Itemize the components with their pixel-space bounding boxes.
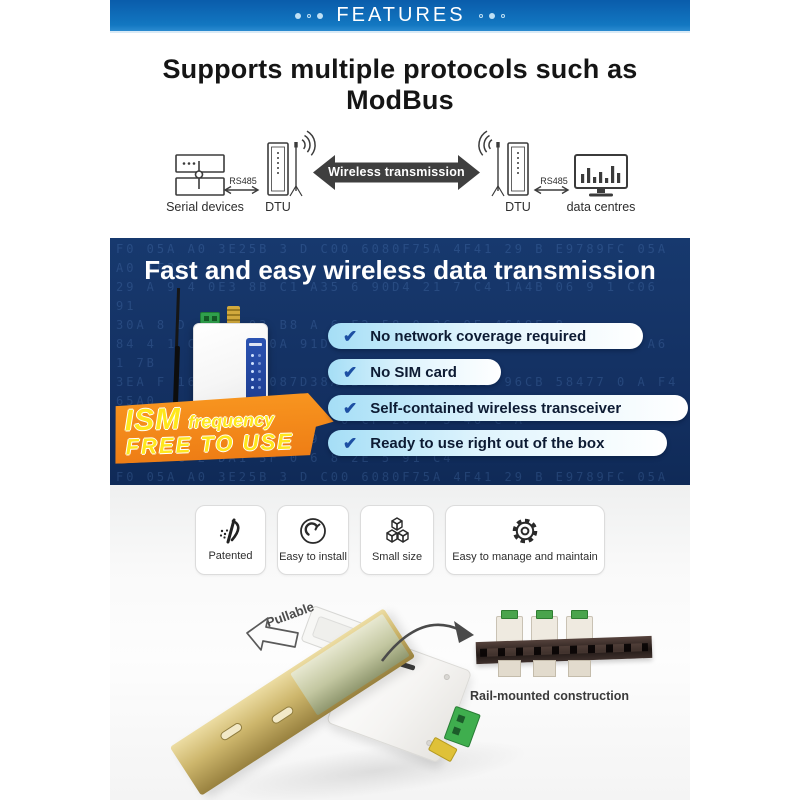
bullet-label: No SIM card: [370, 363, 457, 381]
signal-waves-icon: [488, 139, 493, 150]
check-icon: ✔: [343, 362, 358, 382]
wireless-arrow: [313, 155, 480, 190]
bullet-pill: ✔ No network coverage required: [328, 323, 643, 349]
data-centres-label: data centres: [566, 200, 636, 214]
patent-icon: [219, 518, 240, 544]
signal-waves-icon: [301, 139, 306, 150]
dtu-right-icon: [507, 142, 529, 196]
bullet-label: Ready to use right out of the box: [370, 434, 605, 452]
banner-title: Fast and easy wireless data transmission: [144, 255, 656, 285]
card-easy-install: Easy to install: [277, 505, 349, 575]
bullet-pill: ✔ No SIM card: [328, 359, 501, 385]
bullet-label: No network coverage required: [370, 327, 587, 345]
pull-arrow-icon: [246, 617, 299, 651]
rail-module-bottom: [568, 660, 591, 677]
dots-left-icon: [295, 12, 324, 19]
rail-mounted-label: Rail-mounted construction: [470, 689, 630, 703]
card-label: Patented: [208, 550, 253, 562]
dots-right-icon: [478, 12, 505, 19]
check-icon: ✔: [343, 398, 358, 418]
monitor-icon: [574, 154, 628, 189]
curved-arrow-head: [454, 621, 474, 643]
protocol-diagram: [175, 130, 628, 197]
module-green-cap: [571, 610, 588, 619]
card-label: Easy to manage and maintain: [452, 551, 598, 563]
card-easy-manage: Easy to manage and maintain: [445, 505, 605, 575]
led-icon: [251, 378, 254, 381]
bullet-pill: ✔ Ready to use right out of the box: [328, 430, 667, 456]
wireless-banner: F0 05A A0 3E25B 3 D C00 6080F75A 4F41 29…: [110, 238, 690, 485]
led-icon: [251, 386, 254, 389]
led-icon: [251, 370, 254, 373]
section-title: FEATURES: [336, 4, 466, 26]
card-patented: Patented: [195, 505, 266, 575]
dtu-left-label: DTU: [265, 200, 291, 214]
feature-cards: Patented Easy to install: [110, 505, 690, 575]
arrows-overlay: [246, 617, 474, 662]
gear-icon: [512, 518, 538, 544]
wireless-transmission-label: Wireless transmission: [328, 164, 465, 179]
rail-module-bottom: [498, 660, 521, 677]
curved-arrow-icon: [380, 623, 461, 662]
serial-devices-label: Serial devices: [166, 200, 244, 214]
dtu-right-label: DTU: [505, 200, 531, 214]
led-icon: [251, 362, 254, 365]
dtu-left-icon: [267, 142, 289, 196]
dot: [317, 12, 324, 19]
card-small-size: Small size: [360, 505, 434, 575]
device-led-panel: [246, 338, 266, 408]
page-heading: Supports multiple protocols such as ModB…: [162, 54, 638, 115]
rs485-right-label: RS485: [540, 176, 568, 186]
rail-module: [496, 610, 523, 643]
dot: [307, 13, 312, 18]
bottom-section: Patented Easy to install: [110, 485, 690, 800]
module-green-cap: [536, 610, 553, 619]
bullet-label: Self-contained wireless transceiver: [370, 399, 622, 417]
module-green-cap: [501, 610, 518, 619]
dot: [478, 13, 483, 18]
card-label: Small size: [371, 551, 423, 563]
device-label-bar: [249, 343, 262, 346]
dot: [295, 12, 302, 19]
dot: [500, 13, 505, 18]
check-icon: ✔: [343, 326, 358, 346]
device-sma-connector: [227, 306, 240, 324]
wrench-circle-icon: [300, 518, 326, 544]
led-icon: [251, 354, 254, 357]
card-label: Easy to install: [279, 551, 347, 563]
check-icon: ✔: [343, 433, 358, 453]
dot: [488, 12, 495, 19]
rail-module-bottom: [533, 660, 556, 677]
bullet-pill: ✔ Self-contained wireless transceiver: [328, 395, 688, 421]
content-column: FEATURES Supports multiple protocols suc…: [110, 0, 690, 800]
header-bar: FEATURES: [110, 0, 690, 33]
rs485-left-label: RS485: [229, 176, 257, 186]
cubes-icon: [386, 517, 409, 543]
